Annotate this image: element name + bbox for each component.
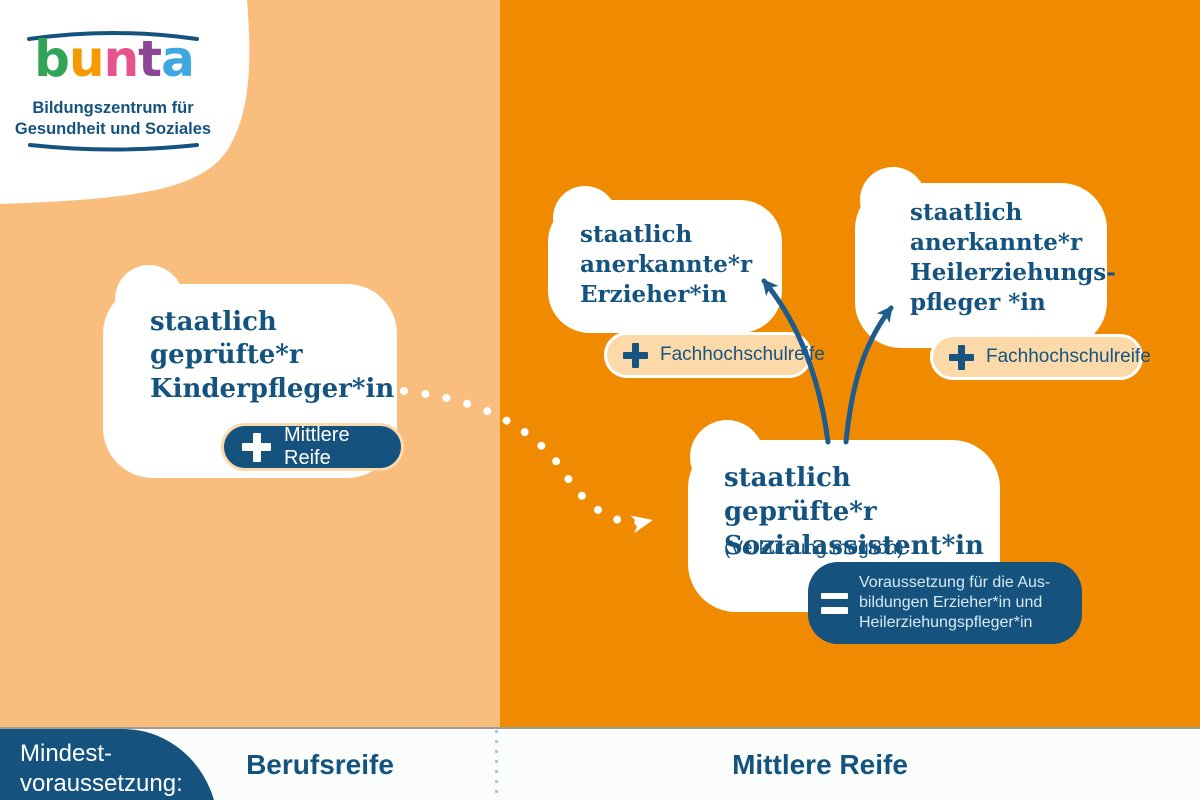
title-line: staatlich: [910, 199, 1023, 226]
bubble-ear: [553, 186, 617, 250]
logo-arc-top-icon: [27, 31, 199, 41]
bubble-sozialassistent-note: (Verkürzung möglich): [724, 538, 904, 559]
title-line: Sozialassistent*in: [724, 530, 984, 561]
badge-fachhochschulreife-heilerziehungspfleger: Fachhochschulreife: [930, 334, 1151, 380]
title-line: anerkannte*r: [910, 228, 1083, 256]
logo-letter: a: [161, 30, 195, 88]
badge-text-line: Voraussetzung für die Aus-: [859, 574, 1051, 591]
title-line: Erzieher*in: [580, 280, 728, 308]
bubble-sozialassistent-title: staatlich geprüfte*r Sozialassistent*in: [724, 462, 1000, 563]
bubble-ear: [860, 167, 926, 233]
footer-mittlere-reife-label: Mittlere Reife: [732, 748, 908, 780]
badge-voraussetzung-text: Voraussetzung für die Aus- bildungen Erz…: [859, 573, 1050, 633]
title-line: anerkannte*r: [580, 250, 753, 278]
badge-text-line: bildungen Erzieher*in und: [859, 594, 1043, 611]
logo-letter: u: [68, 30, 105, 88]
bubble-heilerziehungspfleger: staatlich anerkannte*r Heilerziehungs- p…: [855, 167, 1116, 348]
badge-label: Mittlere Reife: [284, 424, 350, 469]
logo-arc-bottom-icon: [28, 143, 199, 152]
logo: bunta Bildungszentrum für Gesundheit und…: [0, 0, 250, 210]
bubble-erzieher: staatlich anerkannte*r Erzieher*in: [548, 186, 782, 333]
badge-label: Fachhochschulreife: [986, 346, 1151, 367]
title-line: Kinderpfleger*in: [150, 373, 395, 404]
logo-letter: b: [34, 30, 70, 88]
plus-icon: [949, 344, 974, 370]
plus-icon: [623, 342, 648, 368]
footer-label-line: Mindest-: [20, 740, 113, 767]
footer-bar: Mindest- voraussetzung: Berufsreife Mitt…: [0, 727, 1200, 800]
footer-label-blob: Mindest- voraussetzung:: [0, 729, 218, 800]
footer-berufsreife-label: Berufsreife: [246, 748, 394, 780]
badge-voraussetzung: Voraussetzung für die Aus- bildungen Erz…: [808, 562, 1082, 644]
badge-label: Fachhochschulreife: [660, 344, 825, 365]
logo-letter: n: [103, 30, 140, 88]
title-line: staatlich: [580, 221, 693, 248]
footer-label: Mindest- voraussetzung:: [20, 739, 183, 798]
bubble-erzieher-title: staatlich anerkannte*r Erzieher*in: [580, 220, 752, 310]
title-line: Heilerziehungs-: [910, 258, 1116, 286]
logo-subtitle-line: Bildungszentrum für: [32, 99, 194, 117]
badge-mittlere-reife: Mittlere Reife: [221, 423, 404, 471]
equals-icon: [821, 592, 848, 614]
plus-icon: [242, 432, 271, 462]
logo-subtitle: Bildungszentrum für Gesundheit und Sozia…: [8, 98, 218, 141]
footer-label-line: voraussetzung:: [20, 769, 183, 797]
title-line: staatlich: [150, 307, 277, 337]
title-line: geprüfte*r: [150, 340, 303, 371]
title-line: pfleger *in: [910, 288, 1046, 316]
bubble-kinderpfleger: staatlich geprüfte*r Kinderpfleger*in: [103, 265, 397, 478]
logo-subtitle-line: Gesundheit und Soziales: [14, 120, 212, 139]
bubble-kinderpfleger-title: staatlich geprüfte*r Kinderpfleger*in: [150, 306, 394, 406]
title-line: staatlich geprüfte*r: [724, 463, 877, 527]
logo-wordmark: bunta: [34, 34, 195, 84]
bubble-ear: [690, 420, 764, 494]
bubble-ear: [115, 265, 183, 333]
footer-dotted-divider: [495, 730, 498, 800]
badge-fachhochschulreife-erzieher: Fachhochschulreife: [604, 332, 825, 378]
bubble-heilerziehungspfleger-title: staatlich anerkannte*r Heilerziehungs- p…: [910, 198, 1116, 318]
badge-text-line: Heilerziehungspfleger*in: [859, 614, 1033, 631]
logo-blob: [0, 0, 250, 204]
logo-letter: t: [138, 30, 162, 88]
